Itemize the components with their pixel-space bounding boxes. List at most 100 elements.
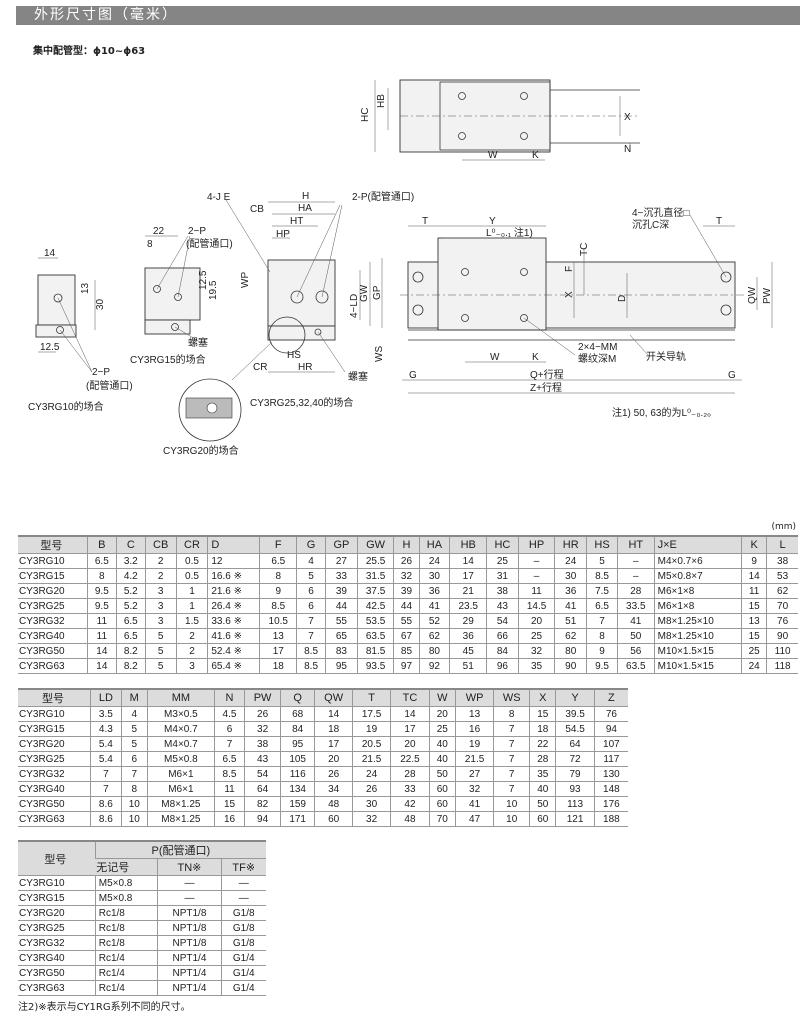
table-cell: 8.2 bbox=[115, 658, 146, 674]
table-cell: 5.2 bbox=[115, 598, 146, 614]
table-cell: 76 bbox=[593, 706, 628, 722]
dim-8: 8 bbox=[147, 239, 153, 250]
table-cell: NPT1/8 bbox=[157, 905, 221, 921]
table-cell: 11 bbox=[86, 613, 117, 629]
table-cell: 13 bbox=[259, 628, 297, 644]
table-cell: — bbox=[157, 875, 221, 891]
dim-h: H bbox=[302, 191, 309, 202]
dim-z-stroke: Z+行程 bbox=[530, 381, 562, 394]
plug-label: 螺塞 bbox=[348, 370, 368, 383]
table-cell: 38 bbox=[244, 736, 281, 752]
table-cell: 48 bbox=[390, 811, 430, 827]
table-cell: – bbox=[616, 568, 655, 584]
table-cell: 134 bbox=[279, 781, 315, 797]
table-cell: – bbox=[517, 553, 555, 569]
table-cell: 3 bbox=[144, 613, 177, 629]
table-cell: 11 bbox=[86, 628, 117, 644]
table-cell: CY3RG40 bbox=[18, 781, 91, 797]
table-cell: 20 bbox=[390, 736, 430, 752]
col-header: Z bbox=[593, 688, 628, 707]
table-cell: 8.5 bbox=[259, 598, 297, 614]
table-cell: 5 bbox=[296, 568, 326, 584]
table-cell: 79 bbox=[555, 766, 595, 782]
table-cell: 15 bbox=[741, 598, 767, 614]
table-cell: 8 bbox=[120, 781, 148, 797]
table-cell: 41 bbox=[616, 613, 655, 629]
table-cell: 9 bbox=[586, 643, 618, 659]
dim-ws: WS bbox=[374, 346, 385, 362]
counterbore-label: 4−沉孔直径□ bbox=[632, 206, 689, 219]
col-header: QW bbox=[314, 688, 353, 707]
table-cell: 17.5 bbox=[351, 706, 391, 722]
dim-14: 14 bbox=[44, 248, 56, 259]
table-cell: 26 bbox=[393, 553, 420, 569]
table-cell: 64 bbox=[244, 781, 281, 797]
table-cell: CY3RG10 bbox=[18, 706, 91, 722]
table-cell: 14 bbox=[86, 643, 117, 659]
table-cell: 54.5 bbox=[555, 721, 595, 737]
table-cell: 47 bbox=[454, 811, 494, 827]
table-cell: – bbox=[517, 568, 555, 584]
table-cell: 7 bbox=[90, 766, 122, 782]
table-cell: Rc1/4 bbox=[94, 980, 158, 996]
table-cell: 9 bbox=[741, 553, 767, 569]
cy3rg20-detail: CY3RG20的场合 bbox=[163, 341, 273, 457]
table-cell: 70 bbox=[766, 598, 798, 614]
dim-hc: HC bbox=[360, 108, 371, 122]
col-header: Y bbox=[555, 688, 595, 707]
dim-hr: HR bbox=[298, 362, 312, 373]
table-cell: 84 bbox=[279, 721, 315, 737]
table-cell: 5 bbox=[120, 736, 148, 752]
table-cell: 38 bbox=[766, 553, 798, 569]
table-cell: 9.5 bbox=[586, 658, 618, 674]
table-cell: 52 bbox=[418, 613, 450, 629]
table-cell: 22.5 bbox=[390, 751, 430, 767]
col-tf: TF※ bbox=[220, 858, 266, 876]
table-cell: – bbox=[616, 553, 655, 569]
table-cell: 93 bbox=[555, 781, 595, 797]
dim-gp: GP bbox=[372, 285, 383, 300]
table-cell: M4×0.7 bbox=[146, 736, 215, 752]
table-cell: M8×1.25×10 bbox=[653, 628, 742, 644]
table-cell: 20.5 bbox=[351, 736, 391, 752]
table-cell: 4 bbox=[120, 706, 148, 722]
table-cell: 43 bbox=[244, 751, 281, 767]
unit-label: (mm) bbox=[771, 522, 796, 532]
caption-cy3rg25-32-40: CY3RG25,32,40的场合 bbox=[250, 396, 353, 409]
table-cell: 17 bbox=[259, 643, 297, 659]
table-cell: 28 bbox=[529, 751, 556, 767]
dim-d: D bbox=[617, 295, 628, 302]
table-cell: 6.5 bbox=[259, 553, 297, 569]
table-cell: M10×1.5×15 bbox=[653, 658, 742, 674]
table-cell: 1 bbox=[175, 598, 208, 614]
switch-rail-label: 开关导轨 bbox=[646, 350, 686, 363]
table-cell: 3 bbox=[175, 658, 208, 674]
table-cell: 7 bbox=[120, 766, 148, 782]
table-cell: 20 bbox=[517, 613, 555, 629]
col-header: F bbox=[259, 535, 297, 554]
table-cell: 5 bbox=[586, 553, 618, 569]
table-cell: 9.5 bbox=[86, 598, 117, 614]
table-cell: 8.5 bbox=[586, 568, 618, 584]
dim-q-stroke: Q+行程 bbox=[530, 368, 564, 381]
caption-cy3rg10: CY3RG10的场合 bbox=[28, 400, 104, 413]
caption-cy3rg20: CY3RG20的场合 bbox=[163, 444, 239, 457]
dim-22: 22 bbox=[153, 226, 165, 237]
dim-pw: PW bbox=[762, 287, 773, 304]
counterbore-depth-label: 沉孔C深 bbox=[632, 218, 669, 231]
table-cell: 6 bbox=[296, 583, 326, 599]
table-cell: M5×0.8 bbox=[94, 875, 158, 891]
table-cell: 18 bbox=[529, 721, 556, 737]
subtitle: 集中配管型：ϕ10~ϕ63 bbox=[33, 46, 146, 57]
table-cell: Rc1/8 bbox=[94, 905, 158, 921]
dim-x: X bbox=[624, 112, 631, 123]
table-cell: 82 bbox=[244, 796, 281, 812]
table-cell: 26.4 ※ bbox=[207, 598, 260, 614]
table-cell: NPT1/8 bbox=[157, 935, 221, 951]
